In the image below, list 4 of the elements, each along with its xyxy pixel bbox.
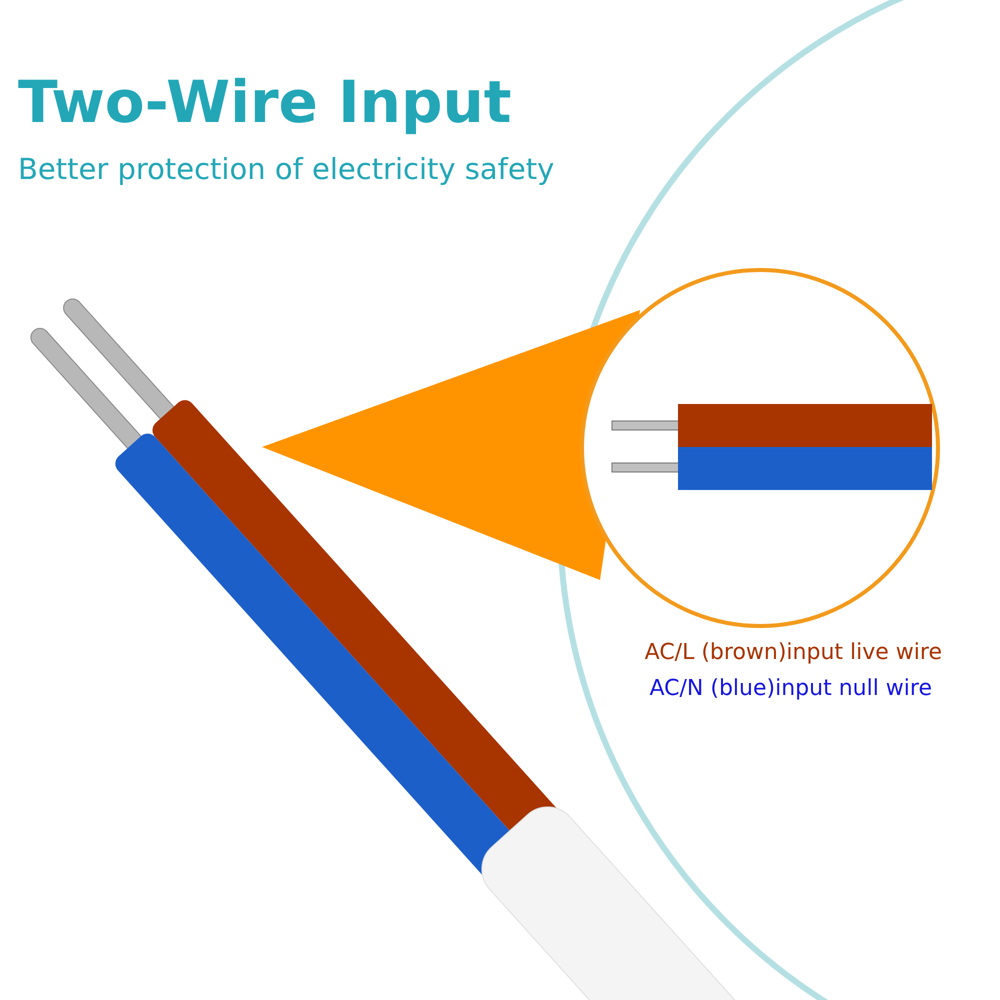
subheading: Better protection of electricity safety xyxy=(18,152,554,186)
wire-label: AC/N (blue)input null wire xyxy=(650,676,932,701)
wire-label: AC/L (brown)input live wire xyxy=(644,640,942,665)
heading: Two-Wire Input xyxy=(18,68,512,136)
